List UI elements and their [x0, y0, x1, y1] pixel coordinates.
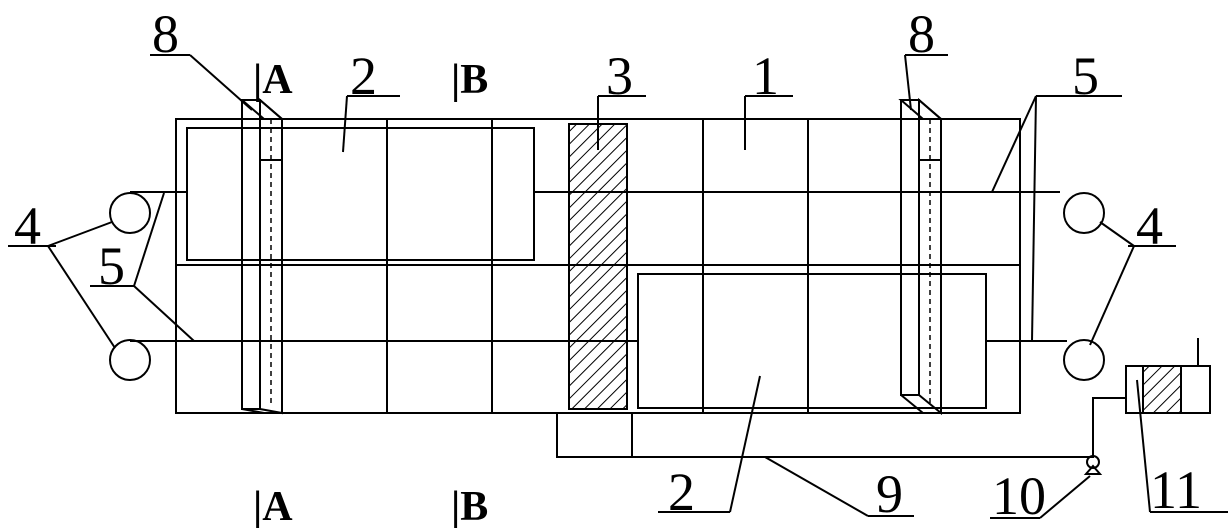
- hatched-block: [568, 123, 628, 410]
- plate-right: [898, 97, 944, 416]
- label-4-right: 4: [1136, 196, 1163, 256]
- plate-left: [239, 97, 285, 415]
- section-b-top: |B: [451, 57, 488, 103]
- pulley-left-top: [109, 192, 151, 234]
- label-1: 1: [752, 46, 779, 106]
- tank: [1125, 338, 1211, 414]
- label-11: 11: [1150, 460, 1202, 520]
- section-a-top: |A: [253, 57, 293, 103]
- pulley-right-top: [1063, 192, 1105, 234]
- label-2-bottom: 2: [668, 462, 695, 522]
- pump: [1083, 455, 1103, 475]
- pulley-right-bottom: [1063, 339, 1105, 381]
- label-3: 3: [606, 46, 633, 106]
- label-5-right: 5: [1072, 46, 1099, 106]
- section-a-bottom: |A: [253, 484, 293, 528]
- carriage-bottom: [637, 273, 987, 409]
- label-8-right: 8: [908, 4, 935, 64]
- label-2-top: 2: [350, 46, 377, 106]
- leader-lines: [8, 54, 1228, 519]
- pipe: [556, 397, 1126, 458]
- label-4-left: 4: [14, 196, 41, 256]
- pulley-left-bottom: [109, 339, 151, 381]
- label-9: 9: [876, 464, 903, 524]
- label-8-left: 8: [152, 4, 179, 64]
- label-10: 10: [992, 466, 1046, 526]
- section-b-bottom: |B: [451, 484, 488, 528]
- label-5-left: 5: [98, 236, 125, 296]
- carriage-top: [186, 127, 535, 261]
